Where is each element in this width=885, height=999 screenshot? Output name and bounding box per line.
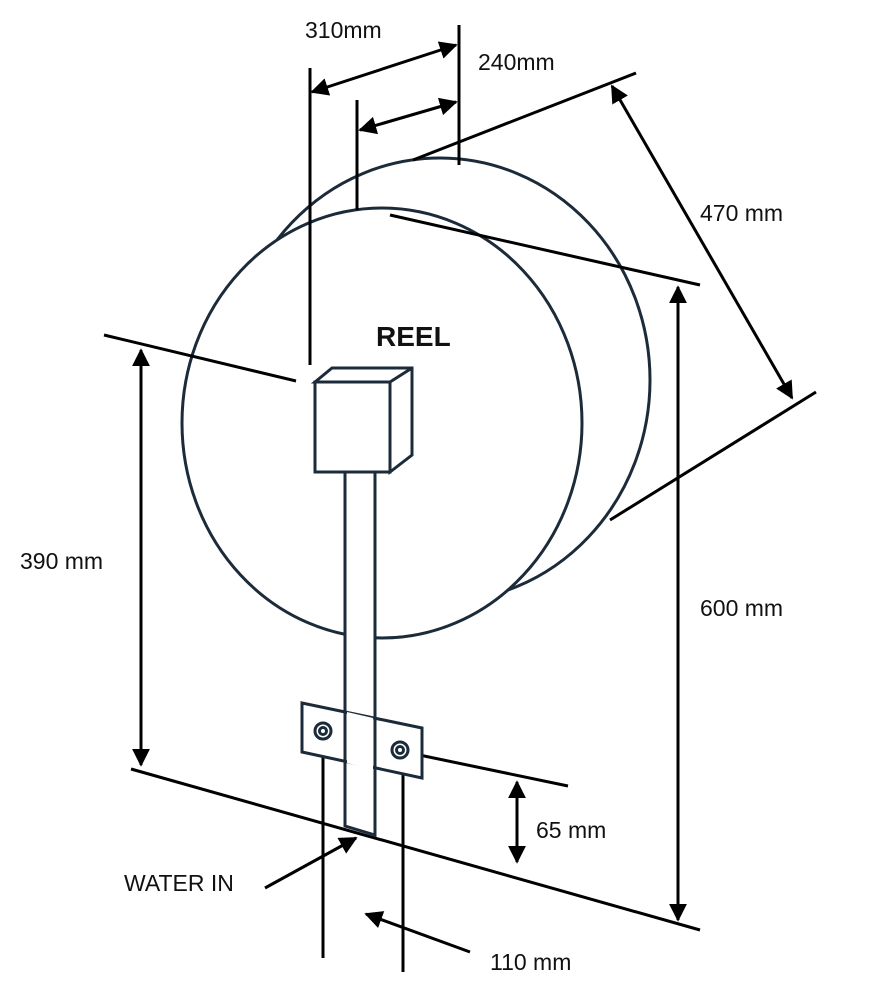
label-310: 310mm (305, 17, 382, 43)
dimension-arrows (132, 41, 794, 954)
reel-title: REEL (376, 321, 451, 352)
label-110: 110 mm (490, 949, 571, 975)
hub-box (310, 366, 414, 476)
arrow-470 (610, 84, 794, 400)
label-240: 240mm (478, 49, 555, 75)
arrow-110 (364, 911, 471, 954)
arrow-240 (358, 97, 458, 135)
post-over-plate (347, 712, 373, 770)
label-470: 470 mm (700, 200, 783, 226)
mount-post (343, 468, 377, 838)
arrow-310 (310, 41, 458, 96)
label-600: 600 mm (700, 595, 783, 621)
label-65: 65 mm (536, 817, 606, 843)
arrow-water-in (264, 836, 358, 890)
label-390: 390 mm (20, 548, 103, 574)
mount-hole-icon (390, 740, 410, 760)
label-water-in: WATER IN (124, 870, 234, 896)
mount-hole-icon (313, 721, 333, 741)
extension-lines (103, 25, 817, 972)
